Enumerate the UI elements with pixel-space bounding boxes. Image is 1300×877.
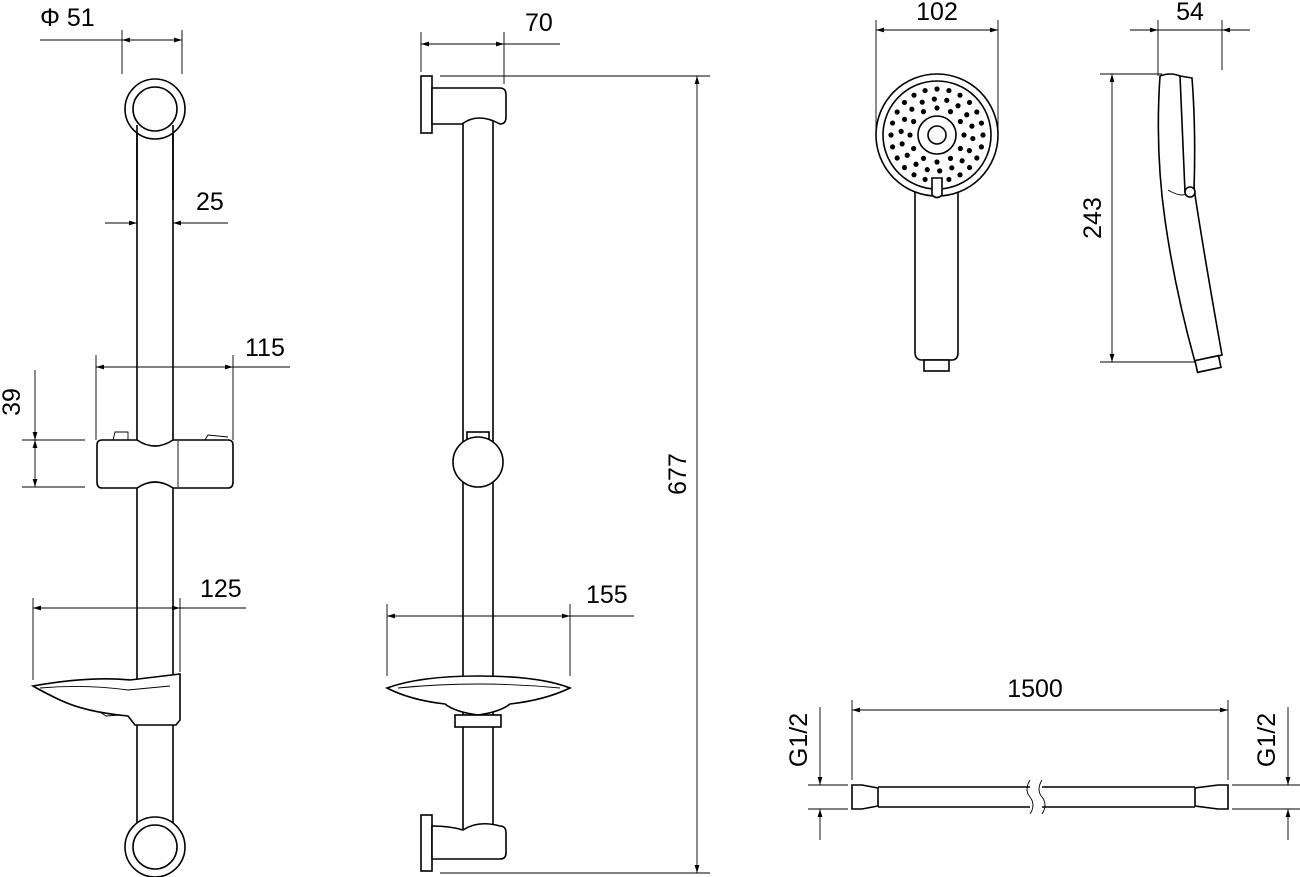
nozzle xyxy=(955,103,961,109)
nozzle xyxy=(904,152,910,158)
side-view-rail xyxy=(385,75,572,872)
nozzle xyxy=(934,159,940,165)
nozzle xyxy=(974,155,980,161)
dim-total-height: 677 xyxy=(664,453,692,495)
nozzle xyxy=(922,176,928,183)
nozzle xyxy=(889,144,896,150)
dim-head-diameter: 102 xyxy=(916,0,958,26)
nozzle xyxy=(944,97,950,103)
nozzle xyxy=(894,109,900,115)
nozzle xyxy=(898,128,904,135)
nozzle xyxy=(964,112,970,118)
nozzle xyxy=(937,168,943,174)
nozzle xyxy=(911,92,917,98)
soap-dish xyxy=(30,673,181,726)
hose-fitting-left xyxy=(851,784,879,810)
nozzle xyxy=(911,118,917,125)
handle xyxy=(914,189,959,361)
dim-soap-dish-depth: 155 xyxy=(586,581,628,609)
nozzle xyxy=(934,86,940,92)
nozzle xyxy=(966,164,973,171)
dim-bracket-diameter: Φ 51 xyxy=(40,4,95,32)
hand-shower-side xyxy=(1157,73,1223,374)
slider xyxy=(96,439,234,489)
nozzle xyxy=(901,99,908,106)
nozzle xyxy=(957,118,963,125)
nozzle xyxy=(946,176,952,183)
nozzle xyxy=(907,132,913,138)
top-wall-plate xyxy=(420,75,433,134)
nozzle xyxy=(909,106,915,112)
nozzle xyxy=(978,144,985,150)
nozzle xyxy=(888,132,894,138)
dim-pipe-diameter: 25 xyxy=(196,188,224,216)
side-dimensions: 70 155 677 xyxy=(386,9,710,874)
nozzle xyxy=(946,87,952,94)
hose-dimensions: 1500 G1/2 G1/2 xyxy=(785,675,1300,840)
front-view-rail xyxy=(30,78,234,877)
nozzle xyxy=(934,105,940,111)
nozzle xyxy=(899,141,905,147)
nozzle xyxy=(894,155,900,161)
nozzle xyxy=(966,148,973,154)
nozzle xyxy=(969,123,975,129)
hose xyxy=(851,779,1229,815)
nozzle xyxy=(901,164,908,171)
nozzle xyxy=(911,172,917,178)
bottom-wall-plate xyxy=(420,814,433,872)
dim-shower-depth: 54 xyxy=(1176,0,1204,26)
hose-fitting-right xyxy=(1194,784,1229,810)
nozzle xyxy=(920,109,927,115)
nozzle xyxy=(922,87,928,94)
dim-wall-offset: 70 xyxy=(525,9,553,37)
nozzle xyxy=(970,135,976,142)
nozzle xyxy=(931,96,937,102)
hand-shower-side-dimensions: 54 243 xyxy=(1079,0,1250,363)
nozzle xyxy=(957,92,963,98)
dim-slider-height: 39 xyxy=(0,388,26,416)
dim-shower-length: 243 xyxy=(1079,197,1107,239)
hand-shower-front xyxy=(875,73,999,372)
nozzle xyxy=(980,132,986,138)
nozzle xyxy=(978,120,985,126)
nozzle xyxy=(959,158,965,164)
nozzle xyxy=(889,120,896,126)
dim-hose-length: 1500 xyxy=(1007,675,1063,703)
nozzle xyxy=(947,109,954,115)
nozzle xyxy=(911,145,917,152)
nozzle xyxy=(947,155,954,161)
hand-shower-front-dimensions: 102 xyxy=(875,0,999,130)
nozzle xyxy=(920,155,927,161)
dim-thread-left: G1/2 xyxy=(785,713,813,767)
thread-nipple xyxy=(923,359,950,372)
front-dimensions: Φ 51 25 115 39 125 xyxy=(0,4,290,680)
nozzle xyxy=(924,167,930,173)
nozzle xyxy=(974,109,980,115)
nozzle xyxy=(913,161,919,167)
nozzle xyxy=(957,172,963,178)
side-soap-dish xyxy=(385,675,572,716)
nozzle xyxy=(901,116,908,122)
dim-thread-right: G1/2 xyxy=(1253,713,1281,767)
nozzle xyxy=(949,165,955,171)
nozzle xyxy=(966,99,973,106)
nozzle xyxy=(919,99,925,105)
dim-slider-width: 115 xyxy=(245,334,285,362)
nozzle xyxy=(961,132,967,138)
slider-knob xyxy=(452,436,504,488)
nozzle xyxy=(957,145,963,152)
dim-soap-dish-width: 125 xyxy=(200,575,242,603)
